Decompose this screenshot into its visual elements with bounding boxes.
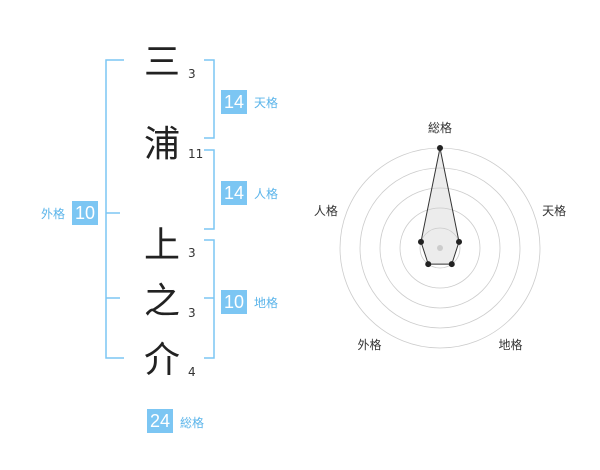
jinkaku-label: 人格 [254, 187, 279, 201]
radar-points [417, 145, 463, 268]
radar-point [417, 238, 424, 245]
radar-point [448, 261, 455, 268]
name-char-3: 上 [143, 225, 180, 266]
jinkaku-value-badge: 14 [221, 181, 247, 205]
radar-axis-label: 天格 [542, 203, 566, 218]
radar-grid-ring [399, 207, 481, 289]
soukaku-label: 総格 [180, 416, 205, 430]
radar-axis-label: 人格 [314, 203, 338, 218]
gaikaku-value-badge: 10 [72, 201, 98, 225]
gaikaku-bracket [105, 59, 124, 359]
stroke-count-3: 3 [188, 246, 196, 260]
radar-axis-label: 地格 [499, 337, 523, 352]
tenkaku-bracket [204, 59, 215, 139]
chikaku-value-badge: 10 [221, 290, 247, 314]
radar-point [437, 145, 443, 151]
stroke-count-5: 4 [188, 365, 196, 379]
radar-point [425, 261, 432, 268]
jinkaku-bracket [204, 149, 215, 230]
name-char-1: 三 [143, 42, 180, 83]
soukaku-value-badge: 24 [147, 409, 173, 433]
stroke-count-4: 3 [188, 306, 196, 320]
chikaku-label: 地格 [254, 296, 279, 310]
tenkaku-value-badge: 14 [221, 90, 247, 114]
radar-point [456, 238, 463, 245]
radar-grid-ring [379, 187, 501, 309]
stroke-count-2: 11 [188, 147, 204, 161]
radar-center-dot [437, 245, 443, 251]
name-char-4: 之 [143, 281, 180, 322]
radar-grid [339, 147, 541, 349]
radar-axis-label: 外格 [357, 337, 381, 352]
name-char-2: 浦 [143, 124, 180, 165]
radar-axis-label: 総格 [428, 120, 452, 135]
radar-area [420, 147, 460, 265]
chikaku-bracket [204, 239, 215, 359]
radar-grid-ring [419, 227, 461, 269]
radar-grid-ring [359, 167, 521, 329]
stroke-count-1: 3 [188, 67, 196, 81]
gaikaku-label: 外格 [41, 207, 66, 221]
name-char-5: 介 [143, 340, 180, 381]
tenkaku-label: 天格 [254, 96, 279, 110]
